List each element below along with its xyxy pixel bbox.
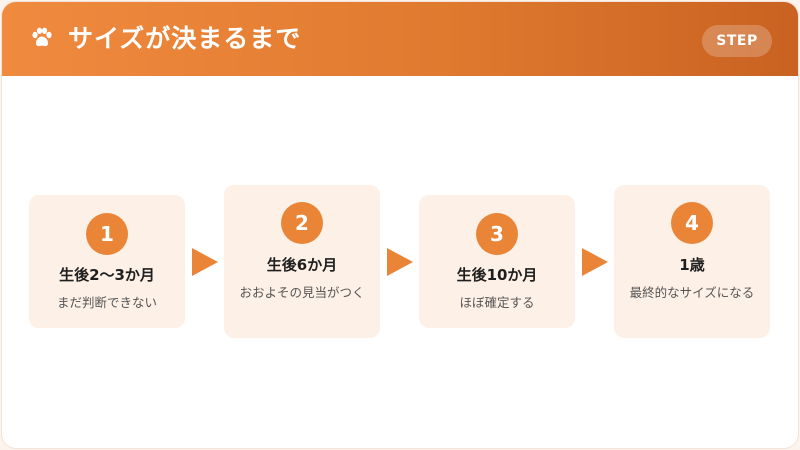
arrow-right-icon [387, 248, 413, 276]
step-number: 3 [476, 213, 518, 255]
step-description: ほぼ確定する [459, 295, 535, 310]
step-stage: 生後2〜3か月 [59, 266, 155, 284]
step-card-3: 3 生後10か月 ほぼ確定する [419, 195, 575, 328]
page-title: サイズが決まるまで [68, 24, 302, 53]
step-badge: STEP [702, 25, 772, 57]
arrow-right-icon [192, 248, 218, 276]
step-number: 4 [671, 202, 713, 244]
header-bar: サイズが決まるまで STEP [2, 2, 798, 76]
step-card-2: 2 生後6か月 おおよその見当がつく [224, 185, 380, 338]
step-number: 2 [281, 202, 323, 244]
step-stage: 生後10か月 [456, 266, 538, 284]
step-stage: 1歳 [679, 256, 705, 274]
step-number: 1 [86, 213, 128, 255]
step-stage: 生後6か月 [266, 256, 338, 274]
paw-icon [32, 27, 52, 47]
step-card-1: 1 生後2〜3か月 まだ判断できない [29, 195, 185, 328]
step-card-4: 4 1歳 最終的なサイズになる [614, 185, 770, 338]
step-description: まだ判断できない [56, 295, 157, 310]
step-description: 最終的なサイズになる [629, 285, 755, 300]
arrow-right-icon [582, 248, 608, 276]
step-description: おおよその見当がつく [239, 285, 365, 300]
